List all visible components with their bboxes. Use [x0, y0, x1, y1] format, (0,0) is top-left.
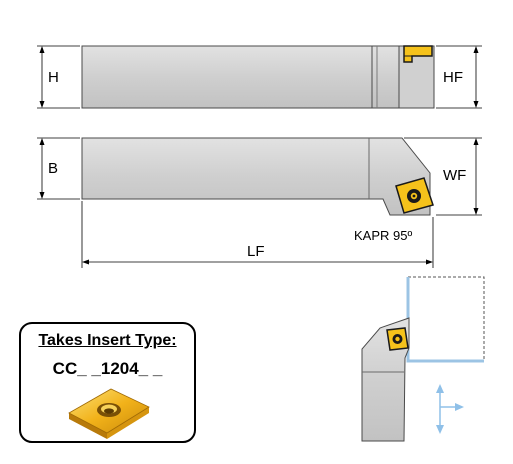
insert-plan-icon — [395, 177, 434, 214]
feed-direction-icon — [436, 384, 464, 434]
insert-type-panel: Takes Insert Type: CC_ _1204_ _ — [19, 322, 196, 443]
hf-label: HF — [443, 69, 463, 86]
shank-plan — [81, 137, 431, 216]
insert-app-icon — [386, 327, 409, 351]
rhombic-insert-icon — [68, 388, 150, 439]
lf-label: LF — [247, 243, 265, 260]
wf-label: WF — [443, 167, 466, 184]
application-view — [361, 276, 485, 442]
machined-surface — [406, 277, 484, 363]
plan-view: B WF KAPR 95º LF — [37, 137, 482, 268]
insert-type-code: CC_ _1204_ _ — [52, 359, 163, 378]
workpiece-outline — [407, 276, 485, 362]
insert-type-title: Takes Insert Type: — [38, 332, 177, 349]
b-label: B — [48, 160, 58, 177]
shank-side — [81, 45, 435, 109]
h-label: H — [48, 69, 59, 86]
kapr-label: KAPR 95º — [354, 228, 412, 243]
side-view: H HF — [37, 45, 482, 109]
